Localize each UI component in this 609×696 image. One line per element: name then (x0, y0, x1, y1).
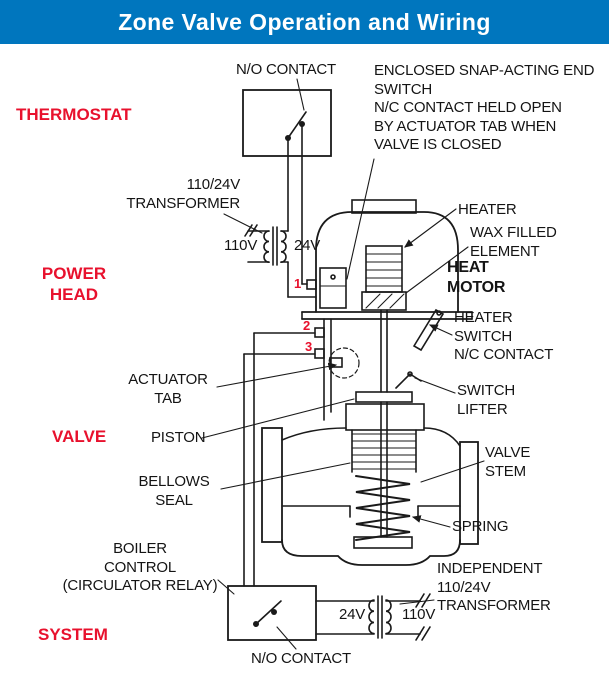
label-transformer-bottom-24v: 24V (339, 606, 366, 623)
section-label-power-head: POWER HEAD (41, 264, 107, 305)
right-flange (459, 441, 479, 545)
terminal-number-1: 1 (294, 276, 302, 291)
terminal-2 (314, 327, 325, 338)
label-transformer-top: 110/24V TRANSFORMER (126, 176, 240, 212)
heater-coil (365, 245, 403, 293)
title-bar: Zone Valve Operation and Wiring (0, 0, 609, 44)
wax-element (361, 291, 407, 311)
power-head-dome (315, 211, 459, 313)
transformer-110-24v-top (244, 224, 289, 266)
label-spring: SPRING (452, 518, 509, 535)
boiler-control-relay (227, 585, 317, 641)
label-wax-filled-element: WAX FILLED ELEMENT (470, 224, 557, 260)
label-boiler-control: BOILER CONTROL (CIRCULATOR RELAY) (62, 540, 218, 595)
terminal-number-2: 2 (303, 318, 311, 333)
label-end-switch: ENCLOSED SNAP-ACTING END SWITCH (374, 62, 595, 98)
bellows-shape (351, 429, 417, 473)
terminal-1 (306, 279, 317, 290)
switch-lifter-shape (395, 371, 422, 389)
power-head-assembly (301, 199, 473, 421)
label-no-contact-top: N/O CONTACT (236, 61, 337, 78)
boiler-control-box (227, 585, 317, 641)
section-label-thermostat: THERMOSTAT (16, 105, 132, 124)
end-switch-box (319, 267, 347, 309)
label-transformer-top-110v: 110V (224, 237, 258, 254)
label-piston: PISTON (151, 429, 206, 446)
valve-body-assembly (261, 401, 479, 566)
terminal-number-3: 3 (305, 339, 313, 354)
page-title: Zone Valve Operation and Wiring (118, 8, 491, 35)
thermostat-symbol (242, 89, 332, 157)
label-actuator-tab: ACTUATOR TAB (128, 371, 208, 407)
wires (243, 123, 375, 635)
label-transformer-bottom-110v: 110V (402, 606, 436, 623)
spring-shape (355, 475, 411, 541)
terminal-3 (314, 348, 325, 359)
label-end-switch-note: N/C CONTACT HELD OPEN BY ACTUATOR TAB WH… (374, 99, 562, 154)
section-label-valve: VALVE (52, 427, 107, 446)
left-flange (261, 427, 283, 543)
body-bottom (281, 539, 461, 566)
dome-cap (351, 199, 417, 214)
leader-lines (201, 78, 485, 650)
label-valve-stem: VALVE STEM (485, 444, 531, 480)
piston-shape (355, 309, 413, 403)
supply-hatch (415, 593, 425, 608)
heater-switch-shape (412, 308, 445, 352)
label-heater: HEATER (458, 201, 517, 218)
section-label-system: SYSTEM (38, 625, 108, 644)
actuator-tab-shape (328, 347, 360, 379)
label-independent-transformer: INDEPENDENT 110/24V TRANSFORMER (437, 560, 551, 615)
transformer-110-24v-bottom (368, 593, 431, 641)
thermostat-box (242, 89, 332, 157)
valve-neck (345, 403, 425, 431)
label-heat-motor: HEAT MOTOR (447, 259, 506, 296)
label-heater-switch: HEATER SWITCH N/C CONTACT (454, 309, 554, 364)
label-bellows-seal: BELLOWS SEAL (138, 473, 210, 509)
label-switch-lifter: SWITCH LIFTER (457, 382, 515, 418)
label-no-contact-bottom: N/O CONTACT (251, 650, 352, 667)
label-transformer-top-24v: 24V (294, 237, 321, 254)
valve-disc (353, 536, 413, 549)
